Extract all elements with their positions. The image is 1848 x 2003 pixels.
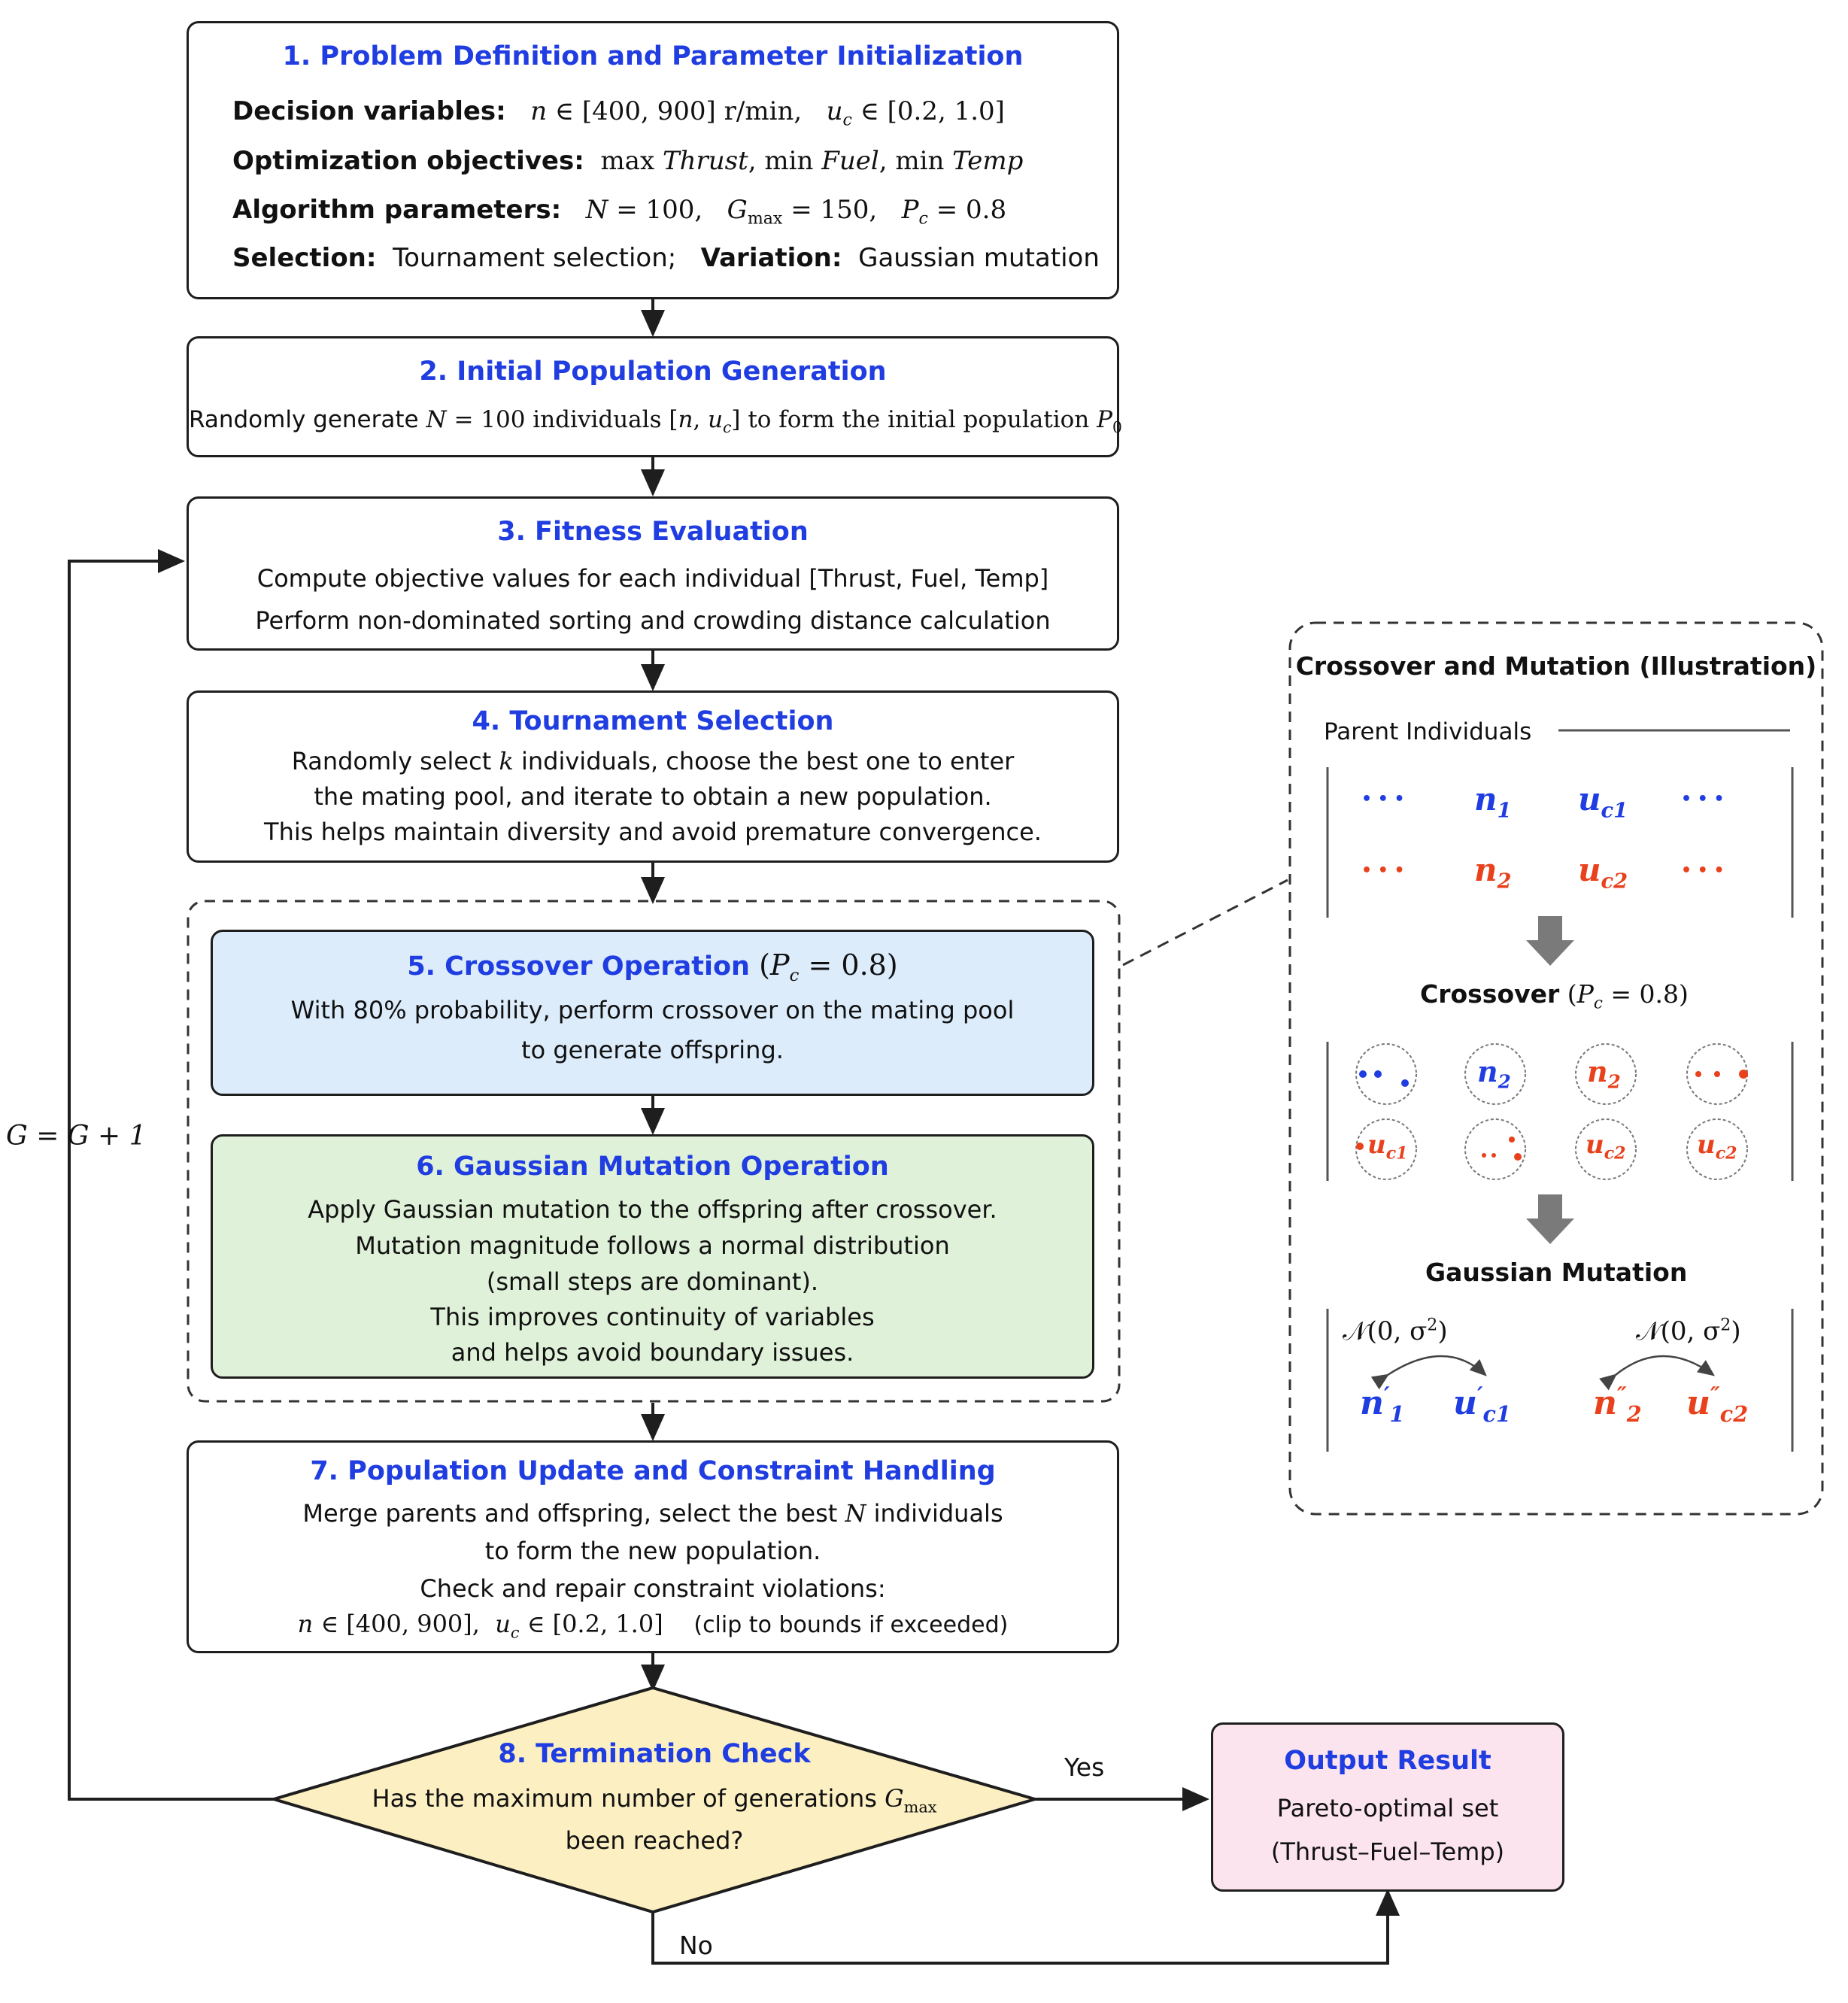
mutation-arc-left bbox=[1370, 1355, 1487, 1390]
box6-line4: This improves continuity of variables bbox=[430, 1303, 875, 1331]
yes-label: Yes bbox=[1064, 1753, 1105, 1782]
output-result-box: Output Result Pareto-optimal set (Thrust… bbox=[1211, 1722, 1564, 1892]
mutated-n1: n′1 bbox=[1360, 1382, 1405, 1427]
initial-population-box: 2. Initial Population Generation Randoml… bbox=[187, 336, 1122, 457]
grey-arrow-2 bbox=[1526, 1194, 1574, 1244]
operators-group-border bbox=[187, 900, 1121, 1403]
box5-line2: to generate offspring. bbox=[521, 1036, 784, 1064]
box6-title: 6. Gaussian Mutation Operation bbox=[416, 1152, 889, 1182]
box7-line2: to form the new population. bbox=[484, 1537, 821, 1565]
parent2-dots-right: • • • bbox=[1681, 861, 1725, 880]
normal-right: 𝒩(0, σ2) bbox=[1636, 1315, 1741, 1346]
box2-title: 2. Initial Population Generation bbox=[419, 357, 887, 387]
no-label: No bbox=[679, 1931, 713, 1960]
box4-line1: Randomly select k individuals, choose th… bbox=[291, 747, 1015, 775]
illus-crossover-label: Crossover (Pc = 0.8) bbox=[1420, 979, 1689, 1013]
parent2-u: uc2 bbox=[1578, 851, 1628, 894]
box1-decision-variables: Decision variables: n ∈ [400, 900] r/min… bbox=[232, 96, 1005, 130]
parent1-u: uc1 bbox=[1578, 781, 1628, 823]
output-line1: Pareto-optimal set bbox=[1276, 1794, 1499, 1822]
loop-label: G = G + 1 bbox=[6, 1121, 147, 1152]
parent1-n: n1 bbox=[1474, 781, 1512, 823]
output-title: Output Result bbox=[1284, 1746, 1491, 1776]
box3-line2: Perform non-dominated sorting and crowdi… bbox=[255, 606, 1051, 635]
box1-selection-variation: Selection: Tournament selection; Variati… bbox=[232, 243, 1100, 273]
parent1-dots-left: • • • bbox=[1361, 790, 1405, 809]
arrow-loop bbox=[68, 549, 277, 1801]
box6-line5: and helps avoid boundary issues. bbox=[451, 1338, 854, 1367]
illustration-connector bbox=[1122, 879, 1288, 967]
box4-line2: the mating pool, and iterate to obtain a… bbox=[314, 782, 992, 811]
box7-line3: Check and repair constraint violations: bbox=[420, 1574, 886, 1603]
cross-circle-3 bbox=[1575, 1043, 1637, 1105]
box1-algorithm-params: Algorithm parameters: N = 100, Gmax = 15… bbox=[232, 195, 1007, 229]
box3-line1: Compute objective values for each indivi… bbox=[256, 564, 1049, 593]
cross-uc1-red: uc1 bbox=[1367, 1130, 1408, 1164]
grey-arrow-1 bbox=[1526, 916, 1574, 966]
population-update-box: 7. Population Update and Constraint Hand… bbox=[187, 1440, 1119, 1653]
normal-left: 𝒩(0, σ2) bbox=[1343, 1315, 1448, 1346]
parent1-dots-right: • • • bbox=[1681, 790, 1725, 809]
cross-n2-red: n2 bbox=[1587, 1055, 1621, 1093]
cross-circle-1 bbox=[1355, 1043, 1417, 1105]
fitness-evaluation-box: 3. Fitness Evaluation Compute objective … bbox=[187, 496, 1119, 651]
box1-title: 1. Problem Definition and Parameter Init… bbox=[282, 41, 1024, 71]
box3-title: 3. Fitness Evaluation bbox=[497, 517, 809, 547]
box4-line3: This helps maintain diversity and avoid … bbox=[264, 818, 1042, 846]
box7-line1: Merge parents and offspring, select the … bbox=[302, 1499, 1003, 1528]
box6-line2: Mutation magnitude follows a normal dist… bbox=[355, 1231, 950, 1260]
mutated-uc2: u″c2 bbox=[1686, 1382, 1749, 1427]
cross-circle-2 bbox=[1464, 1043, 1526, 1105]
cross-n2-blue: n2 bbox=[1477, 1055, 1511, 1093]
box8-line2: been reached? bbox=[565, 1826, 744, 1855]
illus-parents-label: Parent Individuals bbox=[1324, 718, 1532, 745]
mutated-uc1: u′c1 bbox=[1453, 1382, 1511, 1427]
termination-diamond bbox=[271, 1686, 1038, 1914]
cross-circle-6 bbox=[1464, 1118, 1526, 1180]
box8-line1: Has the maximum number of generations Gm… bbox=[372, 1784, 937, 1816]
box2-description: Randomly generate N = 100 individuals [n… bbox=[189, 406, 1122, 437]
tournament-selection-box: 4. Tournament Selection Randomly select … bbox=[187, 690, 1119, 863]
illus-title: Crossover and Mutation (Illustration) bbox=[1295, 651, 1817, 681]
box4-title: 4. Tournament Selection bbox=[472, 706, 834, 736]
cross-circle-8 bbox=[1686, 1118, 1748, 1180]
box8-title: 8. Termination Check bbox=[498, 1739, 811, 1769]
gaussian-mutation-box: 6. Gaussian Mutation Operation Apply Gau… bbox=[211, 1134, 1094, 1379]
mutated-n2: n″2 bbox=[1593, 1382, 1642, 1427]
output-line2: (Thrust–Fuel–Temp) bbox=[1270, 1838, 1505, 1866]
box1-objectives: Optimization objectives: max Thrust, min… bbox=[232, 146, 1024, 176]
cross-circle-7 bbox=[1575, 1118, 1637, 1180]
crossover-operation-box: 5. Crossover Operation (Pc = 0.8) With 8… bbox=[211, 930, 1094, 1096]
parent2-dots-left: • • • bbox=[1361, 861, 1405, 880]
cross-circle-5 bbox=[1355, 1118, 1417, 1180]
box7-title: 7. Population Update and Constraint Hand… bbox=[310, 1456, 996, 1486]
illus-mutation-label: Gaussian Mutation bbox=[1425, 1258, 1688, 1287]
box6-line3: (small steps are dominant). bbox=[486, 1267, 819, 1296]
cross-uc2-red-a: uc2 bbox=[1586, 1130, 1626, 1164]
arrow-no bbox=[651, 1889, 1400, 1965]
box5-title: 5. Crossover Operation (Pc = 0.8) bbox=[407, 948, 898, 985]
cross-uc2-red-b: uc2 bbox=[1697, 1130, 1737, 1164]
box7-line4: n ∈ [400, 900], uc ∈ [0.2, 1.0] (clip to… bbox=[297, 1610, 1009, 1642]
box6-line1: Apply Gaussian mutation to the offspring… bbox=[308, 1195, 997, 1224]
problem-definition-box: 1. Problem Definition and Parameter Init… bbox=[187, 21, 1119, 299]
box5-line1: With 80% probability, perform crossover … bbox=[290, 996, 1015, 1024]
parent2-n: n2 bbox=[1474, 851, 1512, 894]
mutation-arc-right bbox=[1599, 1355, 1716, 1391]
illustration-panel-border bbox=[1288, 621, 1824, 1516]
